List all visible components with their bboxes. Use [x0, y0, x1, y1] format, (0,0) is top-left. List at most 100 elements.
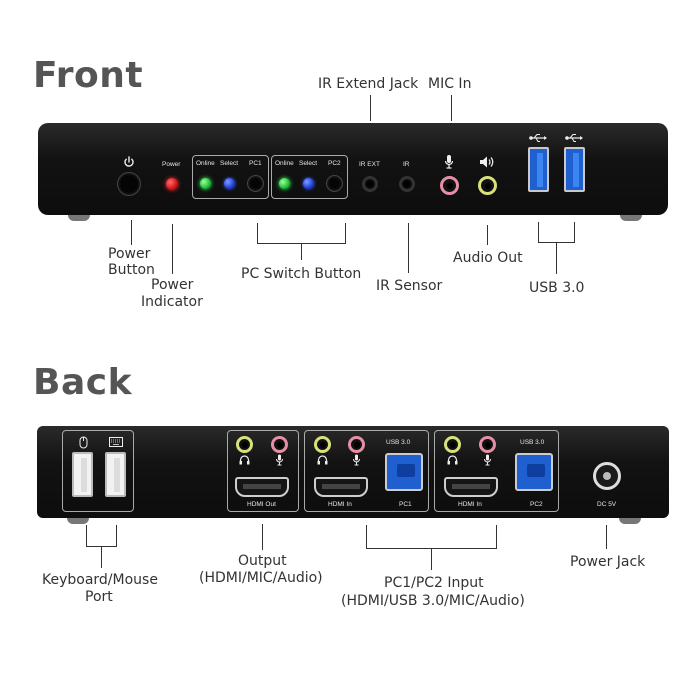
mouse-icon [79, 436, 88, 449]
bracket-usb-right [574, 222, 575, 242]
leader-mic-in [451, 95, 452, 121]
leader-audio-out [487, 225, 488, 245]
ir-sensor [399, 176, 415, 192]
hdmi-out-port[interactable] [235, 477, 289, 497]
hdmi-out-label: HDMI Out [247, 501, 276, 508]
leader-power-jack [606, 525, 607, 549]
bracket-usb-left [538, 222, 539, 242]
output-mic-jack[interactable] [271, 436, 288, 453]
pc2-audio-jack[interactable] [444, 436, 461, 453]
bracket-kbm-left [86, 525, 87, 546]
bracket-kbm-right [116, 525, 117, 546]
callout-ir-extend-jack: IR Extend Jack [318, 76, 419, 92]
callout-ir-sensor: IR Sensor [376, 278, 443, 294]
pc2-select-led [303, 178, 314, 189]
output-audio-jack[interactable] [236, 436, 253, 453]
pc1-mic-jack[interactable] [348, 436, 365, 453]
pc2-control-group: Online Select PC2 [271, 155, 348, 199]
headphone-icon [239, 455, 250, 465]
power-indicator-led [166, 178, 178, 190]
pc1-input-group [304, 430, 429, 512]
keyboard-usb-port[interactable] [105, 452, 126, 497]
leader-kbm [101, 546, 102, 568]
usb-icon [529, 134, 547, 142]
pc2-mic-jack[interactable] [479, 436, 496, 453]
pc1-usb30-b-port[interactable] [385, 453, 423, 491]
pc2-input-group [434, 430, 559, 512]
power-icon [124, 156, 134, 167]
leader-usb [556, 242, 557, 274]
foot [619, 518, 641, 524]
callout-keyboard-mouse-1: Keyboard/Mouse [42, 572, 158, 588]
leader-output [262, 524, 263, 550]
pc2-label: PC2 [328, 160, 341, 167]
leader-power-button [131, 220, 132, 245]
bracket-pc-input-left [366, 525, 367, 548]
output-group [227, 430, 299, 512]
back-device-panel: HDMI Out HDMI In USB 3.0 PC1 HDMI In USB… [37, 426, 669, 524]
leader-pc-input [431, 548, 432, 570]
leader-pc-switch [301, 243, 302, 260]
speaker-icon [480, 156, 494, 168]
callout-usb-30: USB 3.0 [529, 280, 585, 296]
pc1-label: PC1 [249, 160, 262, 167]
audio-out-jack[interactable] [478, 176, 497, 195]
pc1-switch-button[interactable] [247, 175, 264, 192]
bracket-pc-switch-left [257, 223, 258, 243]
online-label: Online [196, 160, 215, 167]
bracket-pc-switch-right [345, 223, 346, 243]
mic-icon [276, 454, 283, 466]
power-label: Power [162, 161, 181, 168]
foot [68, 215, 90, 221]
pc2-switch-button[interactable] [326, 175, 343, 192]
callout-power-indicator-1: Power [151, 277, 194, 293]
callout-pc-input-2: (HDMI/USB 3.0/MIC/Audio) [341, 593, 525, 609]
pc2-usb30-label: USB 3.0 [520, 439, 545, 446]
pc1-audio-jack[interactable] [314, 436, 331, 453]
usb30-port-1[interactable] [528, 147, 549, 192]
pc2-usb30-b-port[interactable] [515, 453, 553, 491]
mic-in-jack[interactable] [440, 176, 459, 195]
pc1-select-led [224, 178, 235, 189]
pc1-online-led [200, 178, 211, 189]
leader-ir-extend [370, 95, 371, 121]
front-title: Front [33, 55, 144, 96]
callout-mic-in: MIC In [428, 76, 472, 92]
leader-ir-sensor [408, 223, 409, 273]
dc5v-label: DC 5V [597, 501, 617, 508]
callout-output-2: (HDMI/MIC/Audio) [199, 570, 323, 586]
mic-icon [484, 454, 491, 466]
keyboard-icon [109, 437, 123, 447]
callout-audio-out: Audio Out [453, 250, 523, 266]
pc1-usb30-label: USB 3.0 [386, 439, 411, 446]
mouse-usb-port[interactable] [72, 452, 93, 497]
pc2-label: PC2 [530, 501, 543, 508]
callout-output-1: Output [238, 553, 287, 569]
foot [67, 518, 89, 524]
callout-power-jack: Power Jack [570, 554, 646, 570]
headphone-icon [447, 455, 458, 465]
mic-icon [444, 155, 454, 169]
pc1-hdmi-in-port[interactable] [314, 477, 368, 497]
pc1-label: PC1 [399, 501, 412, 508]
select-label: Select [299, 160, 318, 167]
mic-icon [353, 454, 360, 466]
ir-ext-label: IR EXT [359, 161, 380, 168]
pc1-control-group: Online Select PC1 [192, 155, 269, 199]
pc1-hdmi-in-label: HDMI In [328, 501, 352, 508]
power-button[interactable] [117, 172, 141, 196]
pc2-online-led [279, 178, 290, 189]
usb30-port-2[interactable] [564, 147, 585, 192]
callout-power-indicator-2: Indicator [141, 294, 203, 310]
pc2-hdmi-in-port[interactable] [444, 477, 498, 497]
select-label: Select [220, 160, 239, 167]
usb-icon [565, 134, 583, 142]
back-title: Back [33, 362, 133, 403]
ir-extend-jack[interactable] [362, 176, 378, 192]
callout-keyboard-mouse-2: Port [85, 589, 113, 605]
headphone-icon [317, 455, 328, 465]
dc-power-jack[interactable] [593, 462, 621, 490]
online-label: Online [275, 160, 294, 167]
foot [620, 215, 642, 221]
keyboard-mouse-group [62, 430, 134, 512]
